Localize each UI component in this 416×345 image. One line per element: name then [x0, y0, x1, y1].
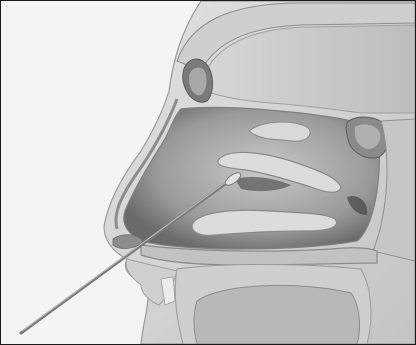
- tongue: [194, 285, 359, 344]
